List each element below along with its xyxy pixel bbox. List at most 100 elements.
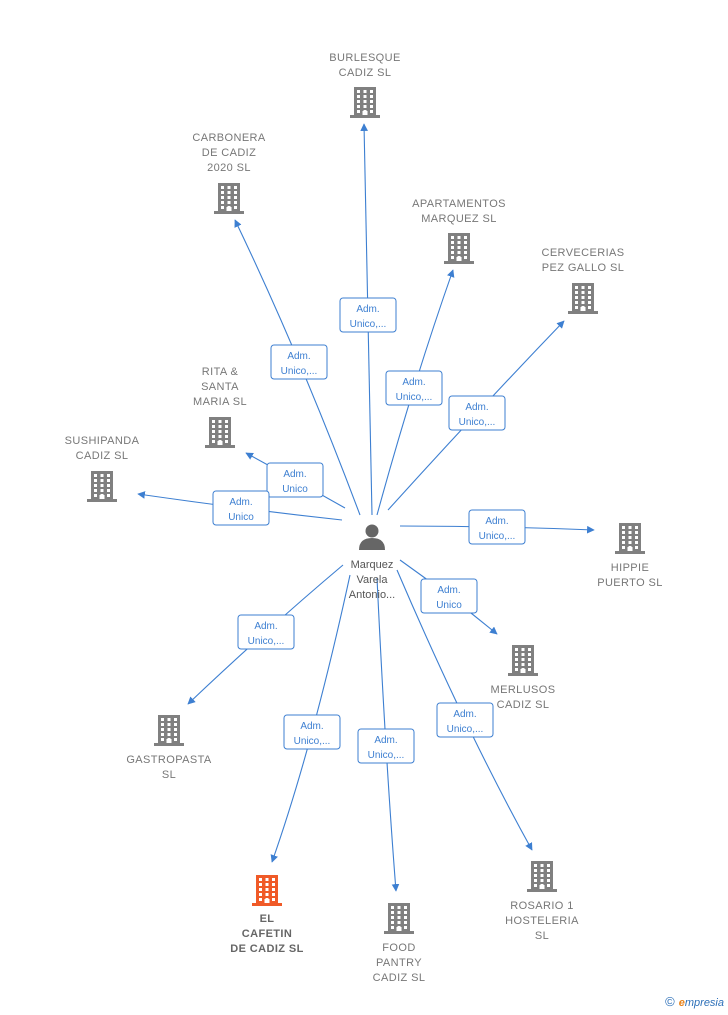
company-label: DE CADIZ xyxy=(202,147,257,159)
company-label: MARQUEZ SL xyxy=(421,213,497,225)
building-icon xyxy=(205,417,235,448)
building-icon xyxy=(384,903,414,934)
role-label: Adm. xyxy=(300,721,323,732)
role-box-gastropasta[interactable]: Adm. Unico,... xyxy=(237,614,295,650)
company-node-merlusos[interactable]: MERLUSOS CADIZ SL xyxy=(491,645,556,711)
brand-initial: e xyxy=(678,997,685,1009)
nodes-layer: BURLESQUE CADIZ SL CARBONERA DE CADIZ 2020 S… xyxy=(65,52,663,984)
company-node-burlesque[interactable]: BURLESQUE CADIZ SL xyxy=(329,52,400,118)
company-label: PUERTO SL xyxy=(597,577,663,589)
company-label: EL xyxy=(260,913,275,925)
company-node-cervecerias[interactable]: CERVECERIAS PEZ GALLO SL xyxy=(541,247,624,314)
building-icon xyxy=(252,875,282,906)
role-label: Adm. xyxy=(485,516,508,527)
company-label: APARTAMENTOS xyxy=(412,198,506,210)
role-box-hippie[interactable]: Adm. Unico,... xyxy=(468,509,526,545)
company-label: HOSTELERIA xyxy=(505,915,579,927)
role-box-burlesque[interactable]: Adm. Unico,... xyxy=(339,297,397,333)
role-label: Adm. xyxy=(254,621,277,632)
company-label: DE CADIZ SL xyxy=(230,943,303,955)
role-box-apartamentos[interactable]: Adm. Unico,... xyxy=(385,370,443,406)
edges-layer xyxy=(137,123,595,892)
company-label: SL xyxy=(535,930,549,942)
role-label: Unico,... xyxy=(447,724,484,735)
footer-brand[interactable]: ©empresia xyxy=(665,994,724,1009)
role-label: Unico xyxy=(228,512,254,523)
roles-layer: Adm. Unico,... Adm. Unico,... Adm. Unico,... A… xyxy=(212,297,526,764)
person-label: Antonio... xyxy=(349,589,395,601)
company-node-apartamentos[interactable]: APARTAMENTOS MARQUEZ SL xyxy=(412,198,506,264)
person-node[interactable]: MarquezVarelaAntonio... xyxy=(349,524,395,602)
role-label: Unico,... xyxy=(479,531,516,542)
role-label: Unico xyxy=(436,600,462,611)
role-box-merlusos[interactable]: Adm. Unico xyxy=(420,578,478,614)
company-label: SL xyxy=(162,769,176,781)
company-label: FOOD xyxy=(382,942,415,954)
role-box-rosario[interactable]: Adm. Unico,... xyxy=(436,702,494,738)
company-node-rosario[interactable]: ROSARIO 1 HOSTELERIA SL xyxy=(505,861,579,942)
company-label: CADIZ SL xyxy=(76,450,129,462)
role-label: Unico,... xyxy=(396,392,433,403)
copyright-symbol: © xyxy=(665,994,675,1009)
role-label: Unico,... xyxy=(459,417,496,428)
company-node-sushipanda[interactable]: SUSHIPANDA CADIZ SL xyxy=(65,435,140,502)
company-label: PEZ GALLO SL xyxy=(542,262,624,274)
role-label: Adm. xyxy=(356,304,379,315)
company-label: CADIZ SL xyxy=(339,67,392,79)
role-label: Adm. xyxy=(453,709,476,720)
company-label: MARIA SL xyxy=(193,396,247,408)
role-box-foodpantry[interactable]: Adm.Unico,... xyxy=(357,728,415,764)
role-label: Adm. xyxy=(229,497,252,508)
role-label: Adm. xyxy=(402,377,425,388)
company-node-hippie[interactable]: HIPPIE PUERTO SL xyxy=(597,523,663,589)
company-label: PANTRY xyxy=(376,957,422,969)
company-node-elcafetin[interactable]: EL CAFETIN DE CADIZ SL xyxy=(230,875,303,955)
building-icon xyxy=(87,471,117,502)
company-label: CERVECERIAS xyxy=(541,247,624,259)
company-label: SUSHIPANDA xyxy=(65,435,140,447)
role-label: Unico,... xyxy=(350,319,387,330)
company-label: CADIZ SL xyxy=(373,972,426,984)
role-box-sushipanda[interactable]: Adm. Unico xyxy=(212,490,270,526)
company-label: MERLUSOS xyxy=(491,684,556,696)
building-icon xyxy=(527,861,557,892)
building-icon xyxy=(508,645,538,676)
person-label: Varela xyxy=(357,574,389,586)
company-label: BURLESQUE xyxy=(329,52,400,64)
company-label: SANTA xyxy=(201,381,239,393)
company-label: GASTROPASTA xyxy=(126,754,212,766)
role-label: Unico,... xyxy=(248,636,285,647)
company-label: CARBONERA xyxy=(192,132,266,144)
role-label: Unico,... xyxy=(281,366,318,377)
person-label: Marquez xyxy=(351,559,394,571)
building-icon xyxy=(444,233,474,264)
company-label: RITA & xyxy=(202,366,239,378)
building-icon xyxy=(154,715,184,746)
company-node-foodpantry[interactable]: FOOD PANTRY CADIZ SL xyxy=(373,903,426,984)
person-icon xyxy=(359,524,385,550)
building-icon xyxy=(350,87,380,118)
company-label: 2020 SL xyxy=(207,162,251,174)
company-node-gastropasta[interactable]: GASTROPASTA SL xyxy=(126,715,212,781)
brand-name: mpresia xyxy=(684,997,724,1009)
building-icon xyxy=(568,283,598,314)
role-box-carbonera[interactable]: Adm. Unico,... xyxy=(270,344,328,380)
company-label: HIPPIE xyxy=(611,562,649,574)
role-label: Adm. xyxy=(283,469,306,480)
role-label: Adm. xyxy=(287,351,310,362)
company-label: ROSARIO 1 xyxy=(510,900,574,912)
role-box-cervecerias[interactable]: Adm. Unico,... xyxy=(448,395,506,431)
role-label: Adm. xyxy=(374,735,397,746)
role-label: Adm. xyxy=(465,402,488,413)
company-label: CADIZ SL xyxy=(497,699,550,711)
role-label: Unico,... xyxy=(294,736,331,747)
role-box-elcafetin[interactable]: Adm. Unico,... xyxy=(283,714,341,750)
company-node-rita[interactable]: RITA & SANTA MARIA SL xyxy=(193,366,247,448)
role-box-rita[interactable]: Adm. Unico xyxy=(266,462,324,498)
role-label: Unico xyxy=(282,484,308,495)
building-icon xyxy=(214,183,244,214)
company-node-carbonera[interactable]: CARBONERA DE CADIZ 2020 SL xyxy=(192,132,266,214)
role-label: Adm. xyxy=(437,585,460,596)
company-label: CAFETIN xyxy=(242,928,292,940)
